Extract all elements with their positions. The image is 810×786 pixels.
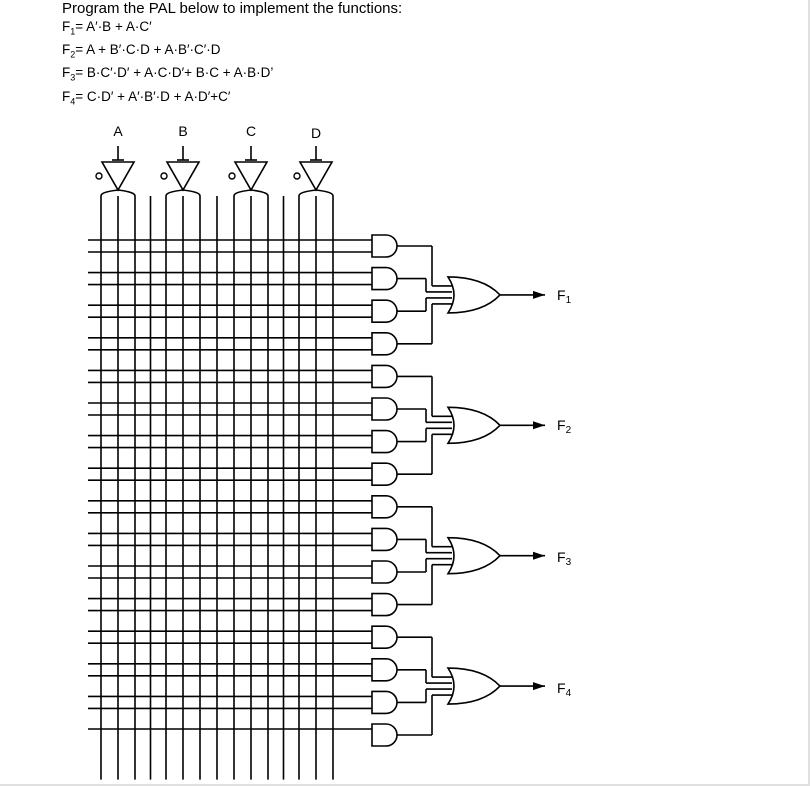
input-label-d: D xyxy=(311,125,321,141)
inverter-bubble xyxy=(293,172,301,180)
buffer-out-true xyxy=(182,189,201,197)
and-gate xyxy=(371,495,398,519)
and-gate xyxy=(371,658,398,682)
output-label-f1: F1 xyxy=(557,287,572,306)
and-gate xyxy=(371,462,398,486)
buffer-out-complement xyxy=(165,189,184,197)
input-buffer-c xyxy=(228,146,269,197)
or-gate-f2 xyxy=(397,375,545,476)
or-gate-f1 xyxy=(397,245,545,345)
and-gates xyxy=(371,234,398,747)
and-gate xyxy=(371,299,398,323)
buffer-out-complement xyxy=(100,189,119,197)
buffer-triangle xyxy=(298,161,334,192)
input-label-a: A xyxy=(113,123,123,139)
input-labels: A B C D xyxy=(113,123,321,141)
function-f4: F4= C·D′ + A′·B′·D + A·D′+C′ xyxy=(62,88,231,107)
problem-statement: Program the PAL below to implement the f… xyxy=(62,0,402,111)
output-arrow xyxy=(533,290,545,299)
buffer-out-true xyxy=(315,189,334,197)
and-gate xyxy=(371,592,398,617)
inverter-bubble xyxy=(160,172,168,180)
output-arrow xyxy=(533,682,545,691)
function-f1: F1= A′·B + A·C′ xyxy=(62,19,152,37)
output-labels: F1 F2 F3 F4 xyxy=(557,287,572,699)
or-gate-f4 xyxy=(397,636,545,736)
or-gate-f3 xyxy=(397,505,545,606)
input-label-b: B xyxy=(178,123,187,139)
output-arrow xyxy=(533,551,545,560)
output-label-f4: F4 xyxy=(557,680,572,699)
buffer-out-true xyxy=(250,189,269,197)
input-buffer-a xyxy=(95,146,136,197)
and-gate xyxy=(371,625,398,649)
buffer-triangle xyxy=(165,161,201,192)
problem-prompt: Program the PAL below to implement the f… xyxy=(62,0,403,17)
or-gate-body xyxy=(446,667,502,705)
and-gate xyxy=(371,429,398,454)
inverter-bubble xyxy=(95,172,103,180)
and-gate xyxy=(371,690,398,715)
inverter-bubble xyxy=(228,172,236,180)
function-f2: F2= A + B′·C·D + A·B′·C′·D xyxy=(62,42,221,60)
buffer-out-true xyxy=(117,189,136,197)
buffer-out-complement xyxy=(298,189,317,197)
output-label-f2: F2 xyxy=(557,417,572,436)
or-gate-body xyxy=(446,406,502,445)
and-gate xyxy=(371,723,398,747)
and-gate xyxy=(371,364,398,389)
input-buffer-b xyxy=(160,146,201,197)
buffer-triangle xyxy=(100,161,136,192)
output-label-f3: F3 xyxy=(557,549,572,568)
or-gate-body xyxy=(446,536,502,575)
and-gate xyxy=(371,234,398,258)
output-arrow xyxy=(533,421,545,430)
and-gate xyxy=(371,397,398,421)
function-f3: F3= B·C′·D′ + A·C·D′+ B·C + A·B·D’ xyxy=(62,65,274,84)
input-buffer-d xyxy=(293,146,334,197)
or-gate-body xyxy=(446,276,502,314)
and-gate xyxy=(371,560,398,584)
and-gate xyxy=(371,527,398,552)
and-gate xyxy=(371,332,398,356)
input-buffers xyxy=(95,146,334,197)
or-gates xyxy=(397,245,545,736)
buffer-out-complement xyxy=(233,189,252,197)
and-gate xyxy=(371,266,398,291)
input-label-c: C xyxy=(246,123,256,139)
and-array-grid xyxy=(88,196,372,780)
buffer-triangle xyxy=(233,161,269,192)
